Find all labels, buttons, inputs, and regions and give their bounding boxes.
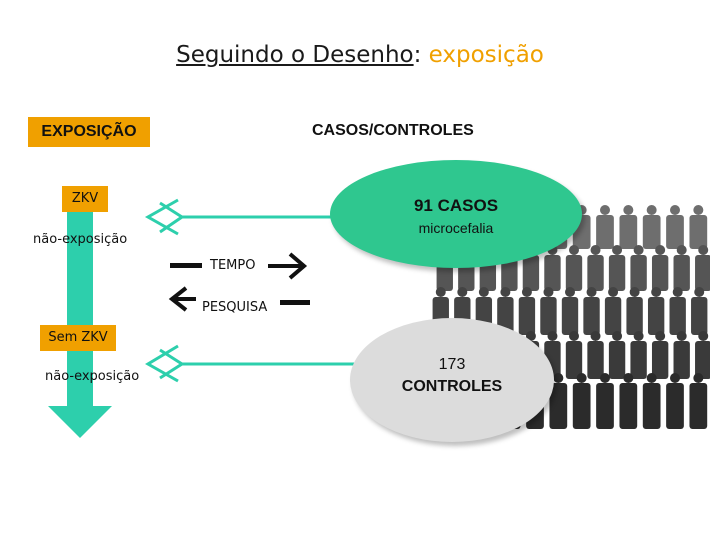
cases-subtitle: microcefalia [418,220,494,236]
exposed-sublabel: não-exposição [33,232,128,247]
person-silhouette [651,331,669,379]
title-accent: exposição [428,42,544,68]
tempo-dash [170,263,202,268]
person-silhouette [695,331,710,379]
person-silhouette [642,205,661,249]
person-silhouette [587,331,604,379]
arrow-left-icon [168,286,188,312]
cases-oval: 91 CASOS microcefalia [330,160,582,268]
pesquisa-label: PESQUISA [202,300,268,315]
person-silhouette [689,205,708,249]
chevron-right-icon [159,348,185,380]
cases-count: 91 CASOS [413,196,499,215]
person-silhouette [673,331,690,379]
title-main: Seguindo o Desenho [176,42,414,68]
person-silhouette [630,245,647,291]
person-silhouette [691,287,708,335]
person-silhouette [596,205,614,249]
person-silhouette [608,245,626,291]
person-silhouette [561,287,579,335]
person-silhouette [626,287,643,335]
person-silhouette [583,287,600,335]
person-silhouette [642,373,661,429]
person-silhouette [544,245,561,291]
pesquisa-dash [280,300,310,305]
person-silhouette [619,373,638,429]
arrow-right-icon [288,252,308,280]
person-silhouette [666,373,684,429]
controls-oval: 173 CONTROLES [350,318,554,442]
exposure-timeline-arrow [48,208,112,438]
person-silhouette [673,245,690,291]
person-silhouette [604,287,622,335]
person-silhouette [540,287,557,335]
exposure-header: EXPOSIÇÃO [28,117,150,147]
person-silhouette [565,331,583,379]
person-silhouette [596,373,614,429]
page-title: Seguindo o Desenho: exposição [0,42,720,68]
person-silhouette [689,373,708,429]
title-separator: : [413,42,422,68]
person-silhouette [549,373,568,429]
person-silhouette [572,373,591,429]
chevron-right-icon [159,201,185,234]
controls-count: 173 [438,356,466,373]
person-silhouette [587,245,604,291]
person-silhouette [666,205,684,249]
zkv-label: ZKV [62,186,108,212]
person-silhouette [695,245,710,291]
person-silhouette [619,205,638,249]
tempo-label: TEMPO [210,258,256,273]
unexposed-sublabel: não-exposição [45,369,140,384]
person-silhouette [651,245,669,291]
person-silhouette [630,331,647,379]
person-silhouette [647,287,665,335]
person-silhouette [565,245,583,291]
chevron-left-icon [145,344,179,383]
person-silhouette [518,287,536,335]
cases-controls-header: CASOS/CONTROLES [312,122,474,139]
sem-zkv-label: Sem ZKV [40,325,116,351]
controls-label: CONTROLES [401,378,503,395]
person-silhouette [608,331,626,379]
person-silhouette [669,287,686,335]
